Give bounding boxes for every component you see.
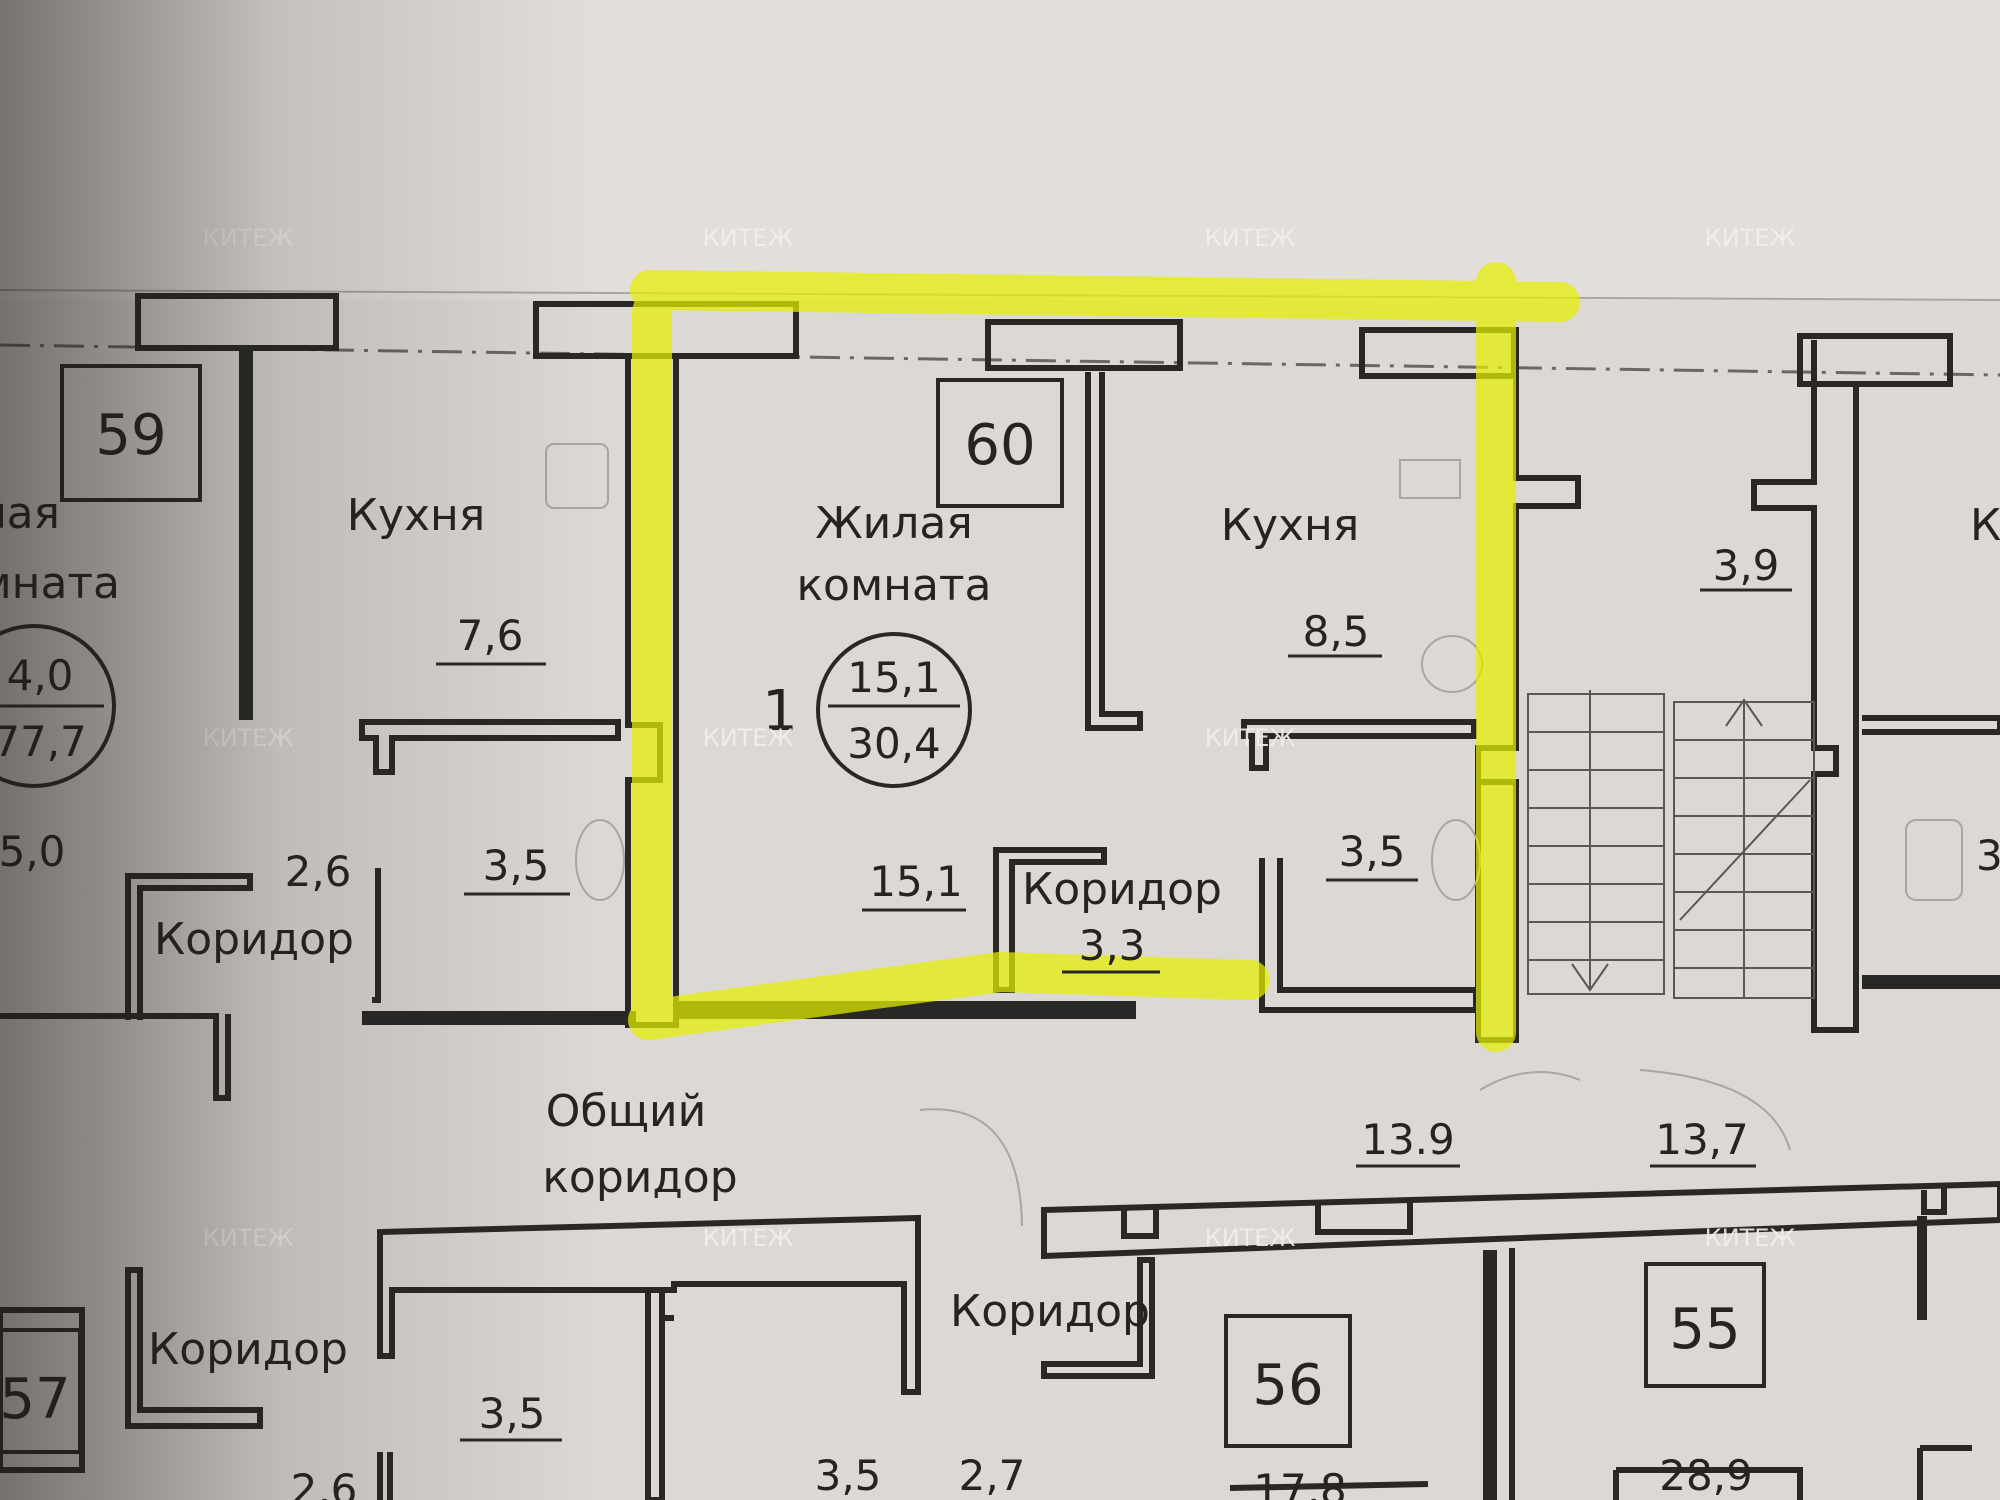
watermark: КИТЕЖ (203, 224, 294, 252)
living-59-label-b: комната (0, 558, 120, 609)
area-60-living: 15,1 (847, 653, 941, 702)
area-lower-13-9: 13.9 (1361, 1115, 1455, 1164)
area-60-total: 30,4 (847, 719, 941, 768)
area-lower-13-7: 13,7 (1655, 1115, 1749, 1164)
area-lower-17-8: 17,8 (1253, 1465, 1347, 1500)
watermark: КИТЕЖ (1205, 224, 1296, 252)
area-lower-2-7: 2,7 (959, 1451, 1026, 1500)
watermark: КИТЕЖ (703, 1224, 794, 1252)
corridor-59-label: Коридор (154, 914, 354, 965)
apartment-number-55: 55 (1669, 1297, 1740, 1362)
kitchen-60-label: Кухня (1221, 500, 1360, 551)
area-59-kitchen: 7,6 (457, 611, 524, 660)
living-59-label: Жилая (0, 488, 60, 539)
area-lower-28-9: 28,9 (1659, 1451, 1753, 1500)
living-60-label: Жилая (815, 498, 973, 549)
common-corridor-label-b: коридор (542, 1152, 737, 1203)
area-stair-hall: 3,9 (1713, 541, 1780, 590)
watermark: КИТЕЖ (203, 1224, 294, 1252)
watermark: КИТЕЖ (203, 724, 294, 752)
area-60-corridor: 3,3 (1079, 921, 1146, 970)
apartment-number-56: 56 (1252, 1353, 1323, 1418)
area-lower-2-6: 2,6 (291, 1465, 358, 1500)
living-60-label-b: комната (796, 560, 991, 611)
area-59-living: 4,0 (7, 651, 74, 700)
area-right-bath: 3 (1976, 831, 2000, 880)
corridor-60-label: Коридор (1022, 864, 1222, 915)
watermark: КИТЕЖ (1205, 724, 1296, 752)
watermark: КИТЕЖ (703, 224, 794, 252)
apartment-number-60: 60 (964, 413, 1035, 478)
area-lower-3-5-b: 3,5 (815, 1451, 882, 1500)
area-59-corridor: 2,6 (285, 847, 352, 896)
area-lower-3-5-a: 3,5 (479, 1389, 546, 1438)
area-60-kitchen: 8,5 (1303, 607, 1370, 656)
watermark: КИТЕЖ (1705, 1224, 1796, 1252)
area-60-bath: 3,5 (1339, 827, 1406, 876)
area-60-room: 15,1 (869, 857, 963, 906)
corridor-56-label: Коридор (950, 1286, 1150, 1337)
watermark: КИТЕЖ (703, 724, 794, 752)
corridor-57-label: Коридор (148, 1324, 348, 1375)
area-59-bath: 3,5 (483, 841, 550, 890)
apartment-number-59: 59 (95, 403, 166, 468)
watermark: КИТЕЖ (1705, 224, 1796, 252)
watermark: КИТЕЖ (1205, 1224, 1296, 1252)
kitchen-59-label: Кухня (347, 490, 486, 541)
apartment-number-57: 57 (0, 1367, 71, 1432)
kitchen-right-label: Ку (1970, 500, 2000, 551)
area-59-total: 77,7 (0, 717, 87, 766)
common-corridor-label: Общий (546, 1086, 706, 1137)
area-59-misc: 5,0 (0, 827, 65, 876)
